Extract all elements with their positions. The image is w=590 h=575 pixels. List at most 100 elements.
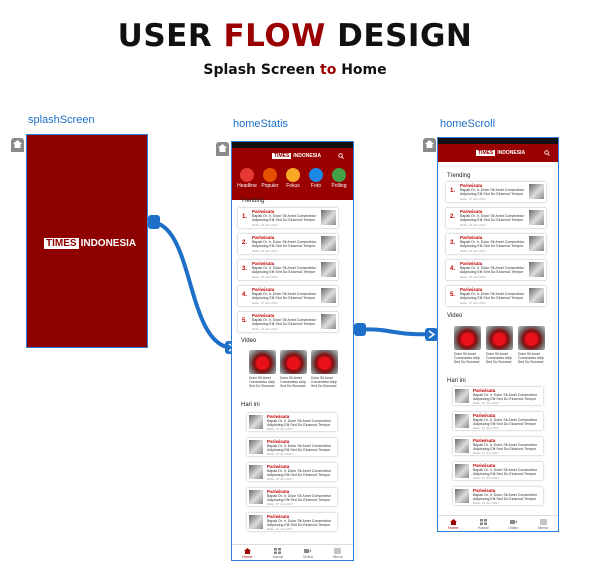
- nav-video[interactable]: Video: [508, 516, 518, 531]
- trending-item[interactable]: 4. Pariwisata Bapak Dr. Ir. Dolor Sit Am…: [446, 260, 546, 280]
- video-thumbnail[interactable]: [249, 350, 276, 374]
- video-thumbnail[interactable]: [311, 350, 338, 374]
- trending-item[interactable]: 2. Pariwisata Bapak Dr. Ir. Dolor Sit Am…: [446, 208, 546, 228]
- news-date: Rabu, 07 Juni 2017: [267, 502, 294, 506]
- trending-item[interactable]: 5. Pariwisata Bapak Dr. Ir. Dolor Sit Am…: [238, 312, 338, 332]
- category-polling[interactable]: Polling: [328, 168, 350, 189]
- trending-item[interactable]: 2. Pariwisata Bapak Dr. Ir. Dolor Sit Am…: [238, 234, 338, 254]
- trending-item[interactable]: 1. Pariwisata Bapak Dr. Ir. Dolor Sit Am…: [446, 182, 546, 202]
- video-thumbnail[interactable]: [454, 326, 481, 350]
- video-caption-line: Dolor Sit Amet: [486, 352, 508, 356]
- grid-icon: [274, 548, 282, 554]
- splash-screen-label: splashScreen: [28, 114, 95, 126]
- video-caption-line: Sed Do Eiusmod: [454, 360, 480, 364]
- rank-number: 3.: [242, 266, 248, 272]
- news-date: Rabu, 07 Juni 2017: [473, 501, 500, 505]
- trending-item[interactable]: 3. Pariwisata Bapak Dr. Ir. Dolor Sit Am…: [446, 234, 546, 254]
- nav-menu[interactable]: Menu: [538, 516, 548, 531]
- search-icon[interactable]: [544, 150, 550, 156]
- video-icon: [304, 549, 312, 553]
- connector-mid-cap: [354, 323, 366, 336]
- nav-home[interactable]: Home: [242, 545, 253, 560]
- category-foto[interactable]: Foto: [305, 168, 327, 189]
- news-headline-2: Adipiscing Elit Sed Do Eiusmod Tempor: [473, 447, 537, 451]
- video-thumbnail[interactable]: [486, 326, 513, 350]
- nav-label: Menu: [538, 525, 549, 530]
- category-label: Populer: [261, 183, 279, 189]
- trending-item[interactable]: 5. Pariwisata Bapak Dr. Ir. Dolor Sit Am…: [446, 286, 546, 306]
- search-icon[interactable]: [338, 153, 344, 159]
- video-caption-line: Sed Do Eiusmod: [311, 384, 337, 388]
- video-caption-line: Sed Do Eiusmod: [486, 360, 512, 364]
- home-icon: [243, 548, 251, 554]
- chevron-right-icon: [428, 330, 436, 339]
- title-word-flow: FLOW: [223, 18, 326, 54]
- title-word-design: DESIGN: [337, 18, 473, 54]
- news-date: Rabu, 07 Juni 2017: [252, 301, 279, 305]
- news-headline-2: Adipiscing Elit Sed Do Eiusmod Tempor: [267, 498, 331, 502]
- nav-menu[interactable]: Menu: [333, 545, 343, 560]
- news-thumbnail: [321, 210, 336, 225]
- news-category: Pariwisata: [473, 463, 496, 468]
- nav-home[interactable]: Home: [448, 516, 459, 531]
- bottom-nav: Home Kanal Video Menu: [438, 515, 558, 531]
- video-caption-line: Dolor Sit Amet: [454, 352, 476, 356]
- video-caption-line: Consectetur Adip: [280, 380, 306, 384]
- category-fokus[interactable]: Fokus: [282, 168, 304, 189]
- trending-item[interactable]: 1. Pariwisata Bapak Dr. Ir. Dolor Sit Am…: [238, 208, 338, 228]
- connector-home-to-scroll: [355, 327, 434, 337]
- news-headline: Bapak Dr. Ir. Dolor Sit Amet Consectetur: [460, 292, 525, 296]
- video-thumbnail[interactable]: [280, 350, 307, 374]
- category-headline[interactable]: Headline: [236, 168, 258, 189]
- news-headline-2: Adipiscing Elit Sed Do Eiusmod Tempor: [473, 397, 537, 401]
- rank-number: 1.: [450, 188, 456, 194]
- trending-item[interactable]: 4. Pariwisata Bapak Dr. Ir. Dolor Sit Am…: [238, 286, 338, 306]
- logo-indonesia: INDONESIA: [497, 150, 526, 156]
- news-date: Rabu, 07 Juni 2017: [252, 223, 279, 227]
- nav-video[interactable]: Video: [303, 545, 313, 560]
- news-headline: Bapak Dr. Ir. Dolor Sit Amet Consectetur: [267, 444, 332, 448]
- news-headline-2: Adipiscing Elit Sed Do Eiusmod Tempor: [267, 448, 331, 452]
- news-thumbnail: [455, 389, 469, 403]
- category-label: Fokus: [286, 183, 300, 189]
- news-headline: Bapak Dr. Ir. Dolor Sit Amet Consectetur: [267, 494, 332, 498]
- video-caption-line: Consectetur Adip: [486, 356, 512, 360]
- news-headline: Bapak Dr. Ir. Dolor Sit Amet Consectetur: [460, 240, 525, 244]
- video-thumbnail[interactable]: [518, 326, 545, 350]
- news-headline-2: Adipiscing Elit Sed Do Eiusmod Tempor: [267, 423, 331, 427]
- category-populer[interactable]: Populer: [259, 168, 281, 189]
- trending-item[interactable]: 3. Pariwisata Bapak Dr. Ir. Dolor Sit Am…: [238, 260, 338, 280]
- news-date: Rabu, 07 Juni 2017: [252, 249, 279, 253]
- diagram-subtitle: Splash Screen to Home: [0, 62, 590, 78]
- news-headline-2: Adipiscing Elit Sed Do Eiusmod Tempor: [252, 244, 316, 248]
- subtitle-to: to: [320, 62, 337, 78]
- news-date: Rabu, 07 Juni 2017: [473, 401, 500, 405]
- video-caption-line: Consectetur Adip: [518, 356, 544, 360]
- news-category: Pariwisata: [267, 464, 290, 469]
- connector-splash-to-home: [149, 220, 233, 350]
- nav-kanal[interactable]: Kanal: [478, 516, 488, 531]
- nav-label: Kanal: [272, 554, 283, 559]
- nav-label: Home: [241, 554, 253, 559]
- foto-icon: [309, 168, 323, 182]
- home-static-label: homeStatis: [233, 118, 289, 130]
- rank-number: 5.: [450, 292, 456, 298]
- nav-kanal[interactable]: Kanal: [273, 545, 283, 560]
